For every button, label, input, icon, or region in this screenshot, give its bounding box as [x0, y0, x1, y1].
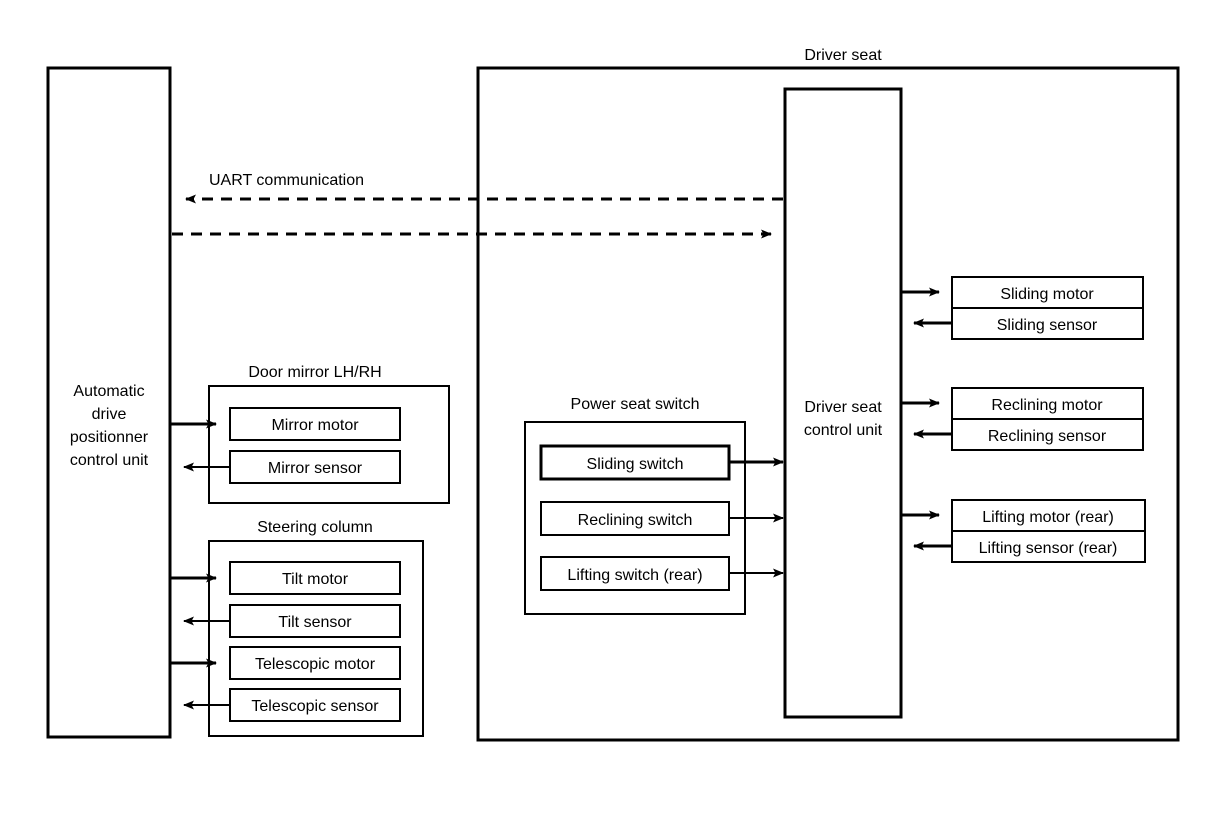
driver-seat-enclosure [476, 66, 1180, 742]
uart-communication-label: UART communication [209, 172, 364, 189]
group-label-door-mirror: Door mirror LH/RH [248, 364, 381, 381]
block-label-lifting-switch-rear: Lifting switch (rear) [567, 567, 702, 584]
positionner-unit-line-1: drive [92, 406, 127, 423]
positionner-unit-line-0: Automatic [73, 383, 144, 400]
block-label-tilt-motor: Tilt motor [282, 571, 349, 588]
block-mirror-sensor[interactable] [229, 450, 401, 484]
block-mirror-motor[interactable] [229, 407, 401, 441]
automatic-drive-positionner-control-unit[interactable] [46, 66, 172, 739]
block-tilt-sensor[interactable] [229, 604, 401, 638]
group-box-steering-column [208, 540, 424, 737]
block-lifting-motor-rear[interactable] [951, 499, 1146, 532]
driver-seat-title: Driver seat [804, 47, 882, 64]
block-label-telescopic-sensor: Telescopic sensor [251, 698, 379, 715]
block-label-telescopic-motor: Telescopic motor [255, 656, 376, 673]
block-label-sliding-switch: Sliding switch [587, 456, 684, 473]
block-lifting-switch-rear[interactable] [540, 556, 730, 591]
block-label-lifting-motor-rear: Lifting motor (rear) [982, 509, 1114, 526]
group-box-door-mirror [208, 385, 450, 504]
positionner-unit-line-2: positionner [70, 429, 149, 446]
driver-seat-control-unit-line-0: Driver seat [804, 399, 882, 416]
positionner-unit-line-3: control unit [70, 452, 149, 469]
block-label-lifting-sensor-rear: Lifting sensor (rear) [979, 540, 1118, 557]
driver-seat-control-unit[interactable] [783, 87, 903, 719]
block-sliding-sensor[interactable] [951, 307, 1144, 340]
block-label-reclining-motor: Reclining motor [991, 397, 1103, 414]
block-label-sliding-motor: Sliding motor [1000, 286, 1094, 303]
group-label-power-seat-switch: Power seat switch [571, 396, 700, 413]
block-label-mirror-motor: Mirror motor [271, 417, 359, 434]
block-label-sliding-sensor: Sliding sensor [997, 317, 1098, 334]
block-label-tilt-sensor: Tilt sensor [278, 614, 352, 631]
driver-seat-control-unit-line-1: control unit [804, 422, 883, 439]
block-label-reclining-switch: Reclining switch [578, 512, 693, 529]
block-sliding-motor[interactable] [951, 276, 1144, 309]
block-telescopic-motor[interactable] [229, 646, 401, 680]
group-label-steering-column: Steering column [257, 519, 373, 536]
block-tilt-motor[interactable] [229, 561, 401, 595]
block-telescopic-sensor[interactable] [229, 688, 401, 722]
block-label-mirror-sensor: Mirror sensor [268, 460, 363, 477]
block-label-reclining-sensor: Reclining sensor [988, 428, 1107, 445]
